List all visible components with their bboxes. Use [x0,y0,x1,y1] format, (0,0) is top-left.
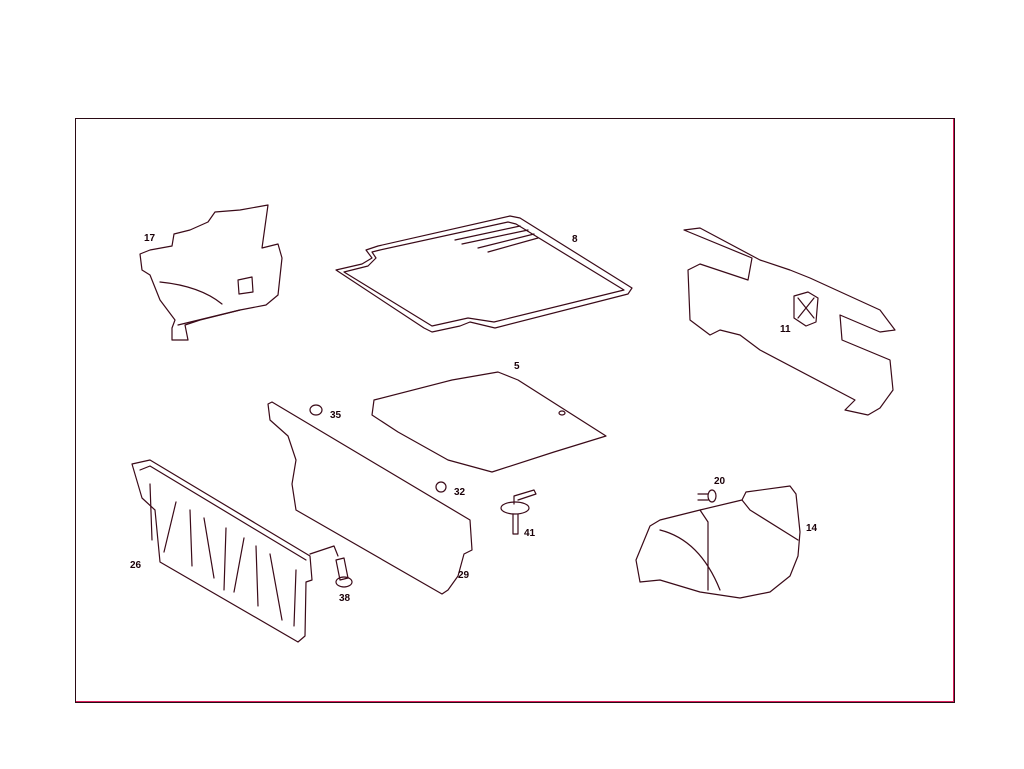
part-35-clip[interactable] [309,404,323,416]
part-29-partition-panel[interactable] [267,401,473,595]
part-14-wheel-house-trim[interactable] [635,485,801,599]
label-20: 20 [714,476,726,487]
label-14: 14 [806,523,818,534]
label-8: 8 [572,234,578,245]
part-8-floor-mat-frame[interactable] [335,215,633,333]
label-32: 32 [454,487,466,498]
label-35: 35 [330,410,342,421]
label-11: 11 [780,324,791,335]
label-17: 17 [144,233,156,244]
part-32-clip[interactable] [435,481,447,493]
part-20-rivet[interactable] [697,489,717,503]
part-41-hold-down-bolt[interactable] [500,489,537,535]
diagram-frame [75,118,955,703]
label-5: 5 [514,361,520,372]
label-41: 41 [524,528,536,539]
part-38-bolt[interactable] [309,545,353,588]
part-5-floor-cover[interactable] [371,371,607,473]
part-17-side-trim-panel[interactable] [139,204,283,341]
part-26-rear-wall-trim[interactable] [131,459,313,643]
label-38: 38 [339,593,351,604]
part-11-rear-side-lining[interactable] [683,227,896,416]
label-29: 29 [458,570,470,581]
label-26: 26 [130,560,142,571]
